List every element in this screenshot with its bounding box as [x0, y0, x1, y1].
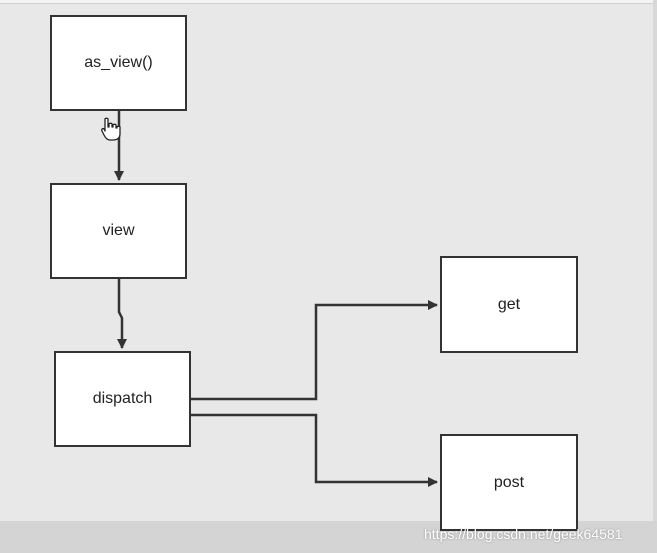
- top-strip: [0, 0, 657, 4]
- hand-cursor-icon: [101, 117, 121, 141]
- arrow-view-to-dispatch: [117, 278, 127, 349]
- arrow-dispatch-to-post: [190, 413, 438, 487]
- node-view: view: [50, 183, 187, 279]
- node-as-view: as_view(): [50, 15, 187, 111]
- right-edge: [653, 0, 657, 553]
- watermark-text: https://blog.csdn.net/geek64581: [424, 526, 623, 542]
- node-get: get: [440, 256, 578, 353]
- node-view-label: view: [102, 222, 134, 239]
- node-dispatch: dispatch: [54, 351, 191, 447]
- arrow-dispatch-to-get: [190, 300, 438, 401]
- node-post: post: [440, 434, 578, 531]
- node-dispatch-label: dispatch: [93, 390, 153, 407]
- node-as-view-label: as_view(): [84, 54, 152, 71]
- node-post-label: post: [494, 474, 525, 491]
- node-get-label: get: [498, 296, 521, 313]
